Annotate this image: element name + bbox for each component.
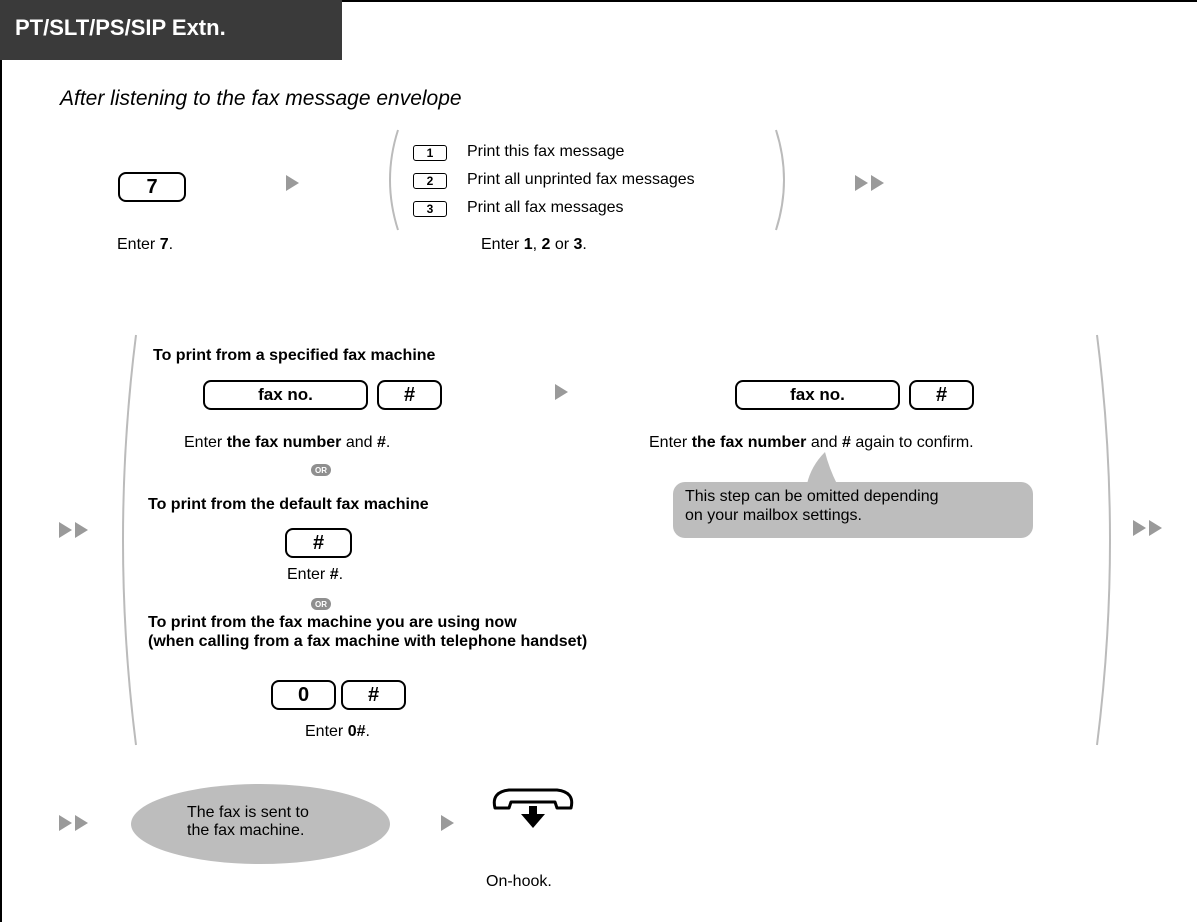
caption-text: , [532,236,542,253]
current-heading-line2: (when calling from a fax machine with te… [148,633,588,650]
result-line2: the fax machine. [187,822,305,839]
caption-bold: the fax number [226,434,342,451]
key-1-label: 1 [426,146,434,160]
current-hash-key-label: # [367,683,380,706]
confirm-hash-key: # [909,380,974,410]
caption-text: . [582,236,587,253]
or-badge: OR [311,598,331,610]
right-paren-icon [775,129,785,231]
specified-heading: To print from a specified fax machine [153,347,436,364]
caption-text: Enter [649,434,692,451]
arrow-icon [75,522,88,538]
key-3: 3 [413,201,447,217]
result-line1: The fax is sent to [187,804,309,821]
arrow-icon [1149,520,1162,536]
note-pointer-icon [807,452,837,484]
arrow-icon [441,815,454,831]
caption-text: Enter [305,723,348,740]
arrow-icon [75,815,88,831]
caption-text: . [365,723,370,740]
caption-text: Enter [287,566,330,583]
arrow-icon [855,175,868,191]
caption-text: Enter [184,434,227,451]
zero-key: 0 [271,680,336,710]
fax-no-key-label: fax no. [258,385,313,404]
or-badge-label: OR [315,599,327,609]
option-1-label: Print this fax message [467,143,625,160]
result-bubble: The fax is sent to the fax machine. [131,784,390,864]
note-bubble: This step can be omitted depending on yo… [673,482,1033,538]
arrow-icon [1133,520,1146,536]
caption-text: Enter [481,236,524,253]
or-badge-label: OR [315,465,327,475]
caption-text: and [806,434,842,451]
left-bracket-icon [122,334,137,746]
hash-key-label: # [403,383,416,406]
current-hash-key: # [341,680,406,710]
caption-text: . [168,236,174,253]
current-caption: Enter 0#. [305,723,370,741]
caption-bold: the fax number [691,434,807,451]
key-7-label: 7 [146,175,158,198]
key-1: 1 [413,145,447,161]
or-badge: OR [311,464,331,476]
caption-bold: 1 [523,236,533,253]
left-paren-icon [389,129,399,231]
step1-caption: Enter 7. [117,236,173,254]
caption-text: . [338,566,344,583]
note-line1: This step can be omitted depending [685,488,939,505]
right-bracket-icon [1096,334,1111,746]
caption-text: . [385,434,391,451]
key-7: 7 [118,172,186,202]
arrow-icon [871,175,884,191]
caption-bold: # [841,434,851,451]
caption-bold: # [329,566,339,583]
caption-text: or [550,236,574,253]
option-2-label: Print all unprinted fax messages [467,171,695,188]
confirm-caption: Enter the fax number and # again to conf… [649,434,974,452]
caption-bold: # [376,434,386,451]
caption-bold: 3 [573,236,583,253]
confirm-fax-no-key: fax no. [735,380,900,410]
caption-text: and [341,434,377,451]
caption-bold: 2 [541,236,551,253]
confirm-hash-key-label: # [935,383,948,406]
arrow-icon [555,384,568,400]
options-caption: Enter 1, 2 or 3. [481,236,587,254]
header-title: PT/SLT/PS/SIP Extn. [15,15,226,40]
default-hash-key-label: # [312,531,325,554]
current-heading-line1: To print from the fax machine you are us… [148,614,517,631]
caption-text: again to confirm. [850,434,974,451]
onhook-caption: On-hook. [486,873,552,890]
arrow-icon [59,815,72,831]
note-line2: on your mailbox settings. [685,507,862,524]
arrow-icon [59,522,72,538]
confirm-fax-no-key-label: fax no. [790,385,845,404]
caption-bold: 7 [159,236,169,253]
on-hook-handset-icon [492,788,574,828]
hash-key: # [377,380,442,410]
subtitle: After listening to the fax message envel… [60,87,462,110]
key-3-label: 3 [426,202,434,216]
default-caption: Enter #. [287,566,343,584]
caption-text: Enter [117,236,160,253]
key-2: 2 [413,173,447,189]
specified-caption: Enter the fax number and #. [184,434,390,452]
zero-key-label: 0 [297,683,310,706]
header-tab: PT/SLT/PS/SIP Extn. [0,0,342,60]
key-2-label: 2 [426,174,434,188]
option-3-label: Print all fax messages [467,199,624,216]
default-hash-key: # [285,528,352,558]
arrow-icon [286,175,299,191]
default-heading: To print from the default fax machine [148,496,429,513]
caption-bold: 0# [347,723,366,740]
fax-no-key: fax no. [203,380,368,410]
